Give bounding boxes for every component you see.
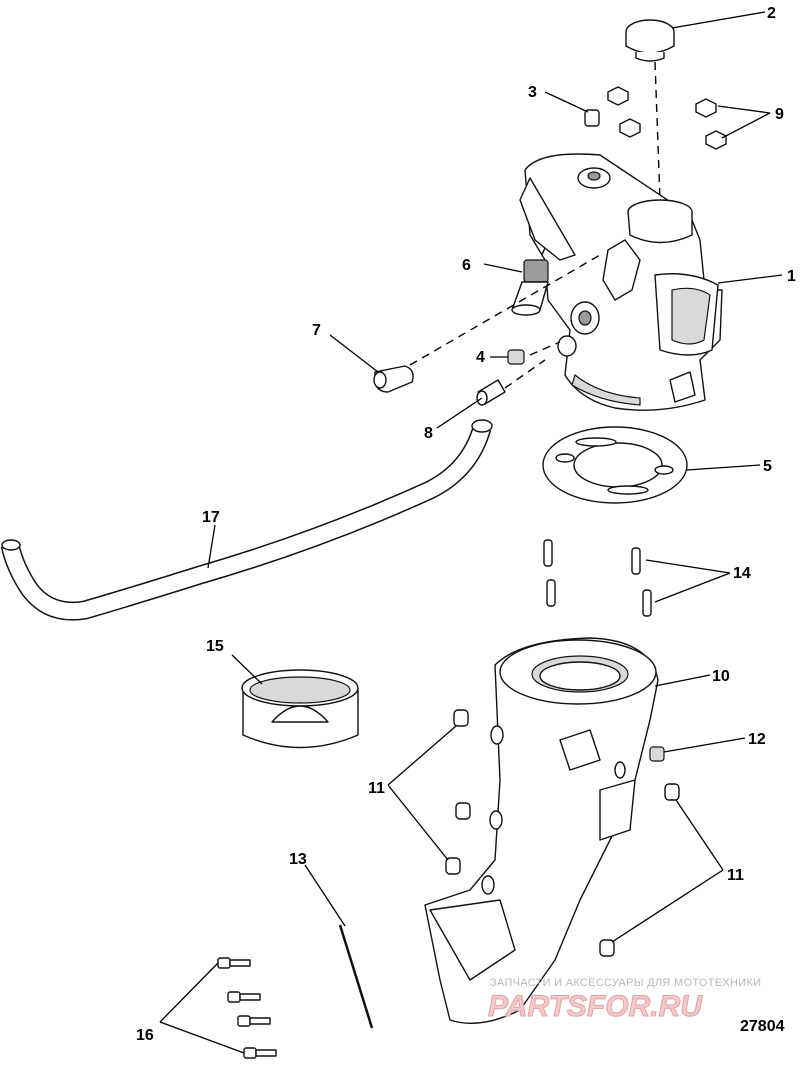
bushing-11c	[445, 857, 461, 875]
upper-housing	[519, 153, 723, 411]
callout-4: 4	[476, 349, 485, 366]
leader-lines	[159, 11, 783, 1054]
figure-number: 27804	[740, 1018, 785, 1035]
screws-16	[217, 957, 277, 1059]
callout-11b: 11	[727, 867, 744, 884]
callout-15: 15	[206, 638, 224, 655]
callout-1: 1	[787, 268, 796, 285]
watermark-logo: PARTSFOR.RU	[488, 990, 703, 1023]
dowel-pins-14	[543, 539, 652, 617]
callout-8: 8	[424, 425, 433, 442]
nut-9a	[695, 98, 717, 118]
fitting-6	[511, 259, 549, 316]
gasket-5	[542, 426, 688, 504]
hose-17	[0, 419, 493, 621]
watermark: ЗАПЧАСТИ И АКСЕССУАРЫ ДЛЯ МОТОТЕХНИКИ PA…	[488, 977, 762, 1024]
plug-4	[507, 349, 525, 365]
callout-5: 5	[763, 458, 772, 475]
bushing-11b	[455, 802, 471, 820]
plug-12	[649, 746, 665, 762]
wire-13	[338, 924, 374, 1029]
nut-a	[607, 86, 629, 106]
elbow-fitting-7	[373, 365, 414, 393]
bushing-11e	[599, 939, 615, 957]
callout-17: 17	[202, 509, 220, 526]
callout-2: 2	[767, 5, 776, 22]
callout-6: 6	[462, 257, 471, 274]
sleeve-15	[241, 669, 359, 749]
callout-13: 13	[289, 851, 307, 868]
callout-12: 12	[748, 731, 766, 748]
watermark-tagline: ЗАПЧАСТИ И АКСЕССУАРЫ ДЛЯ МОТОТЕХНИКИ	[490, 977, 761, 989]
callout-16: 16	[136, 1027, 154, 1044]
nut-b	[619, 118, 641, 138]
callout-10: 10	[712, 668, 730, 685]
callout-11a: 11	[368, 780, 385, 797]
callout-3: 3	[528, 84, 537, 101]
nut-9b	[705, 130, 727, 150]
bushing-11a	[453, 709, 469, 727]
callout-9: 9	[775, 106, 784, 123]
barb-fitting-8	[476, 379, 506, 406]
callout-7: 7	[312, 322, 321, 339]
bushing-11d	[664, 783, 680, 801]
callout-14: 14	[733, 565, 751, 582]
callout-labels: 1 2 3 4 5 6 7 8 9 10 11 11 12 13 14 15 1…	[136, 5, 796, 1044]
lower-housing	[424, 637, 659, 1025]
nut-3	[584, 109, 600, 127]
fill-cap	[625, 19, 675, 62]
